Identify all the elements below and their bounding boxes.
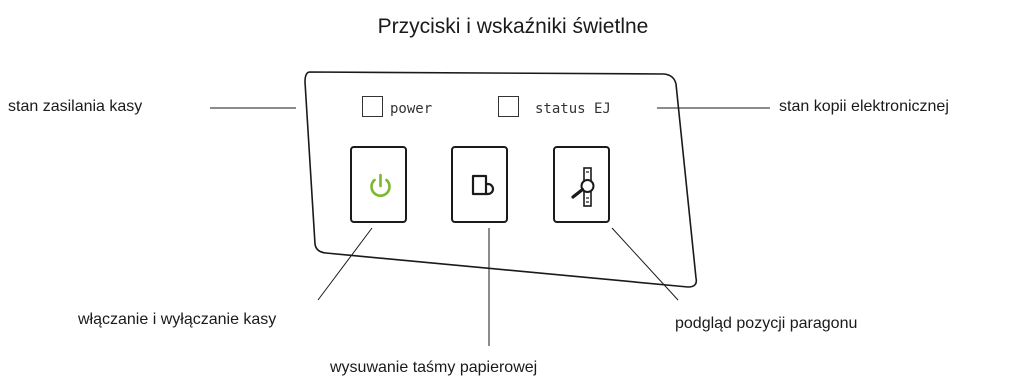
receipt-preview-icon: [571, 167, 595, 207]
callout-power-supply: stan zasilania kasy: [8, 98, 143, 115]
leader-line-preview: [611, 227, 679, 301]
status-ej-led-label: status EJ: [535, 101, 611, 117]
receipt-preview-button[interactable]: [553, 146, 610, 223]
callout-paper-feed: wysuwanie taśmy papierowej: [330, 359, 538, 376]
callout-electronic-copy: stan kopii elektronicznej: [779, 98, 949, 115]
paper-feed-button[interactable]: [451, 146, 508, 223]
callout-on-off: włączanie i wyłączanie kasy: [78, 311, 277, 328]
leader-line-on-off: [317, 227, 373, 301]
panel-outline: [304, 71, 698, 288]
paper-feed-icon: [471, 174, 495, 196]
callout-receipt-preview: podgląd pozycji paragonu: [675, 315, 858, 332]
power-button[interactable]: [350, 146, 407, 223]
power-icon: [370, 173, 391, 197]
diagram-title: Przyciski i wskaźniki świetlne: [377, 15, 649, 38]
power-led-label: power: [390, 101, 433, 117]
power-led: [362, 96, 383, 117]
status-ej-led: [498, 96, 519, 117]
